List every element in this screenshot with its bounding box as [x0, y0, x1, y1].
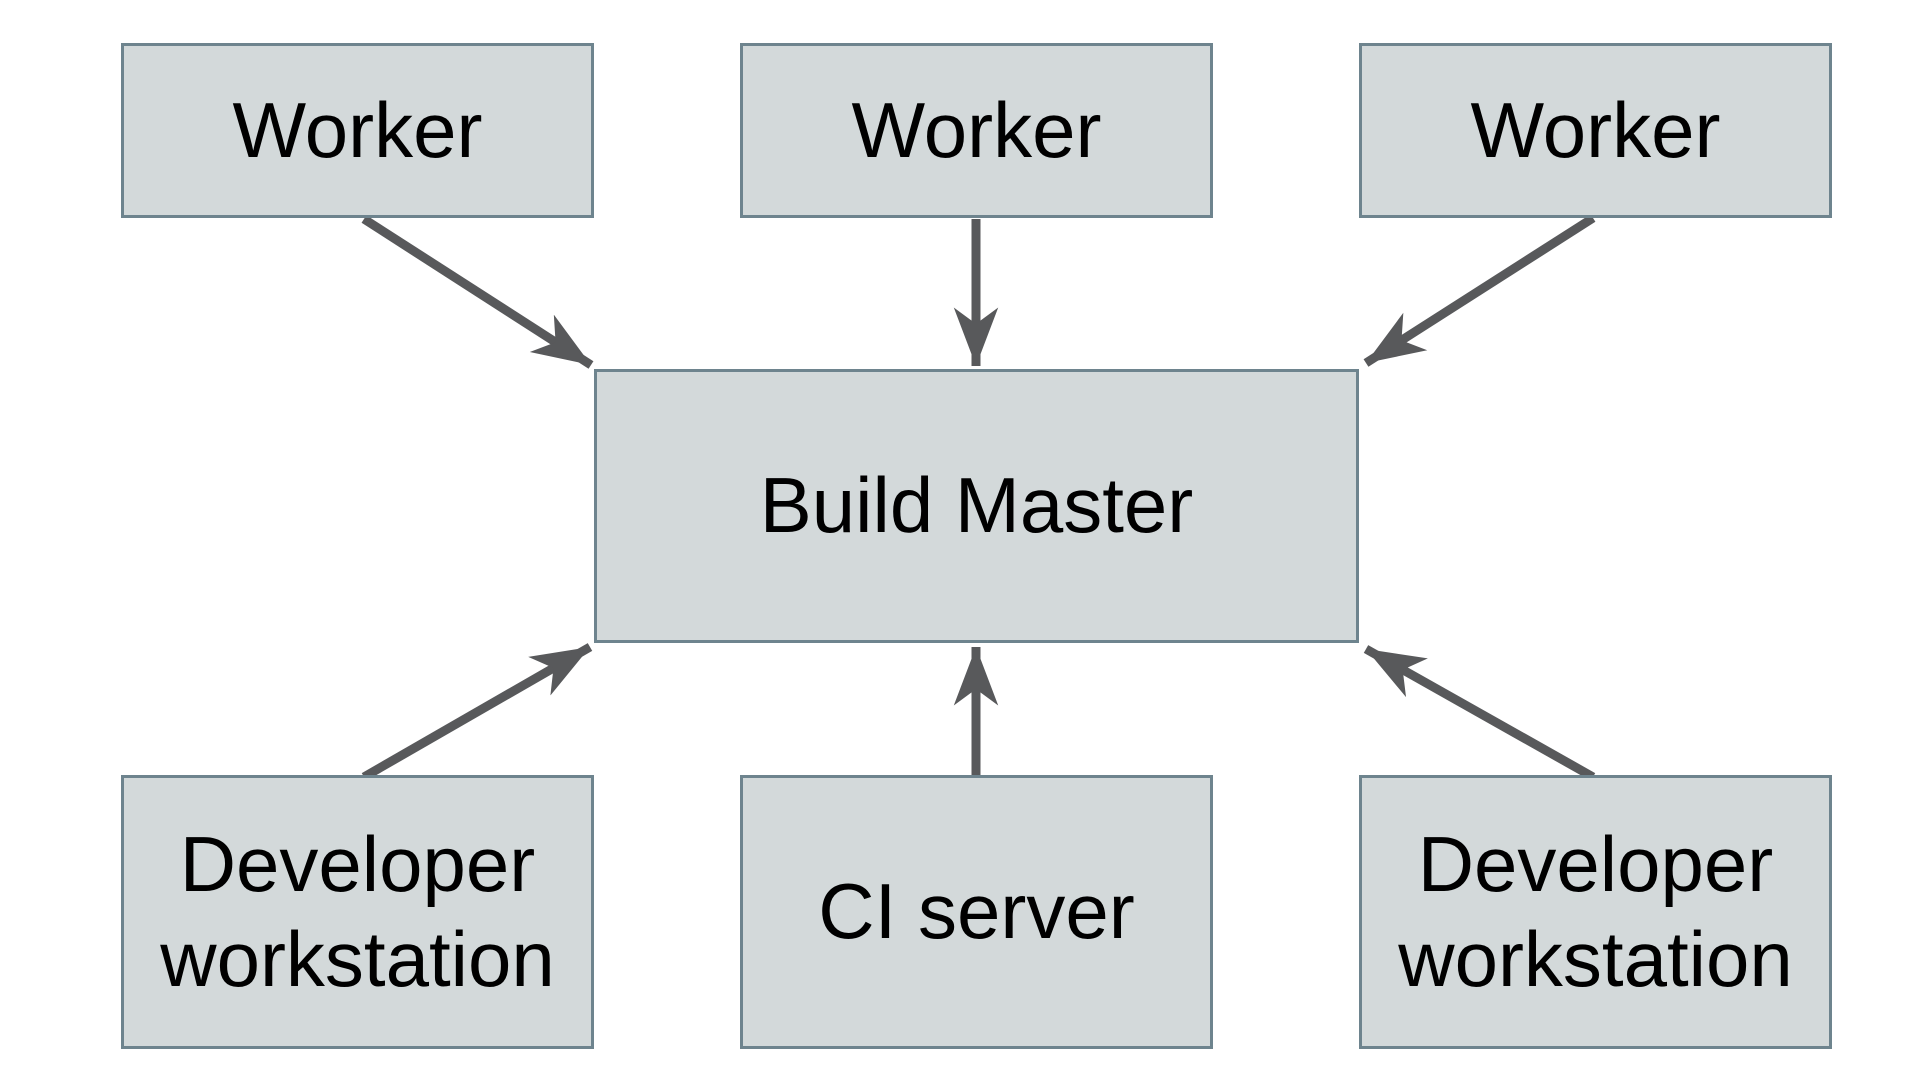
edge-developer-workstation-2-to-build-master [1363, 645, 1596, 781]
node-developer-workstation-1: Developer workstation [121, 775, 594, 1049]
node-developer-workstation-2-label: Developer workstation [1398, 819, 1793, 1003]
node-worker-1: Worker [121, 43, 594, 218]
node-worker-1-label: Worker [232, 85, 483, 174]
node-ci-server: CI server [740, 775, 1213, 1049]
node-build-master: Build Master [594, 369, 1359, 643]
edge-worker-3-to-build-master [1363, 214, 1596, 367]
node-worker-3-label: Worker [1470, 85, 1721, 174]
node-worker-3: Worker [1359, 43, 1832, 218]
node-build-master-label: Build Master [759, 461, 1194, 550]
edge-developer-workstation-1-to-build-master [361, 643, 593, 781]
edge-worker-1-to-build-master [361, 215, 594, 369]
node-worker-2-label: Worker [851, 85, 1102, 174]
node-ci-server-label: CI server [818, 867, 1135, 956]
node-worker-2: Worker [740, 43, 1213, 218]
node-developer-workstation-2: Developer workstation [1359, 775, 1832, 1049]
node-developer-workstation-1-label: Developer workstation [160, 819, 555, 1003]
